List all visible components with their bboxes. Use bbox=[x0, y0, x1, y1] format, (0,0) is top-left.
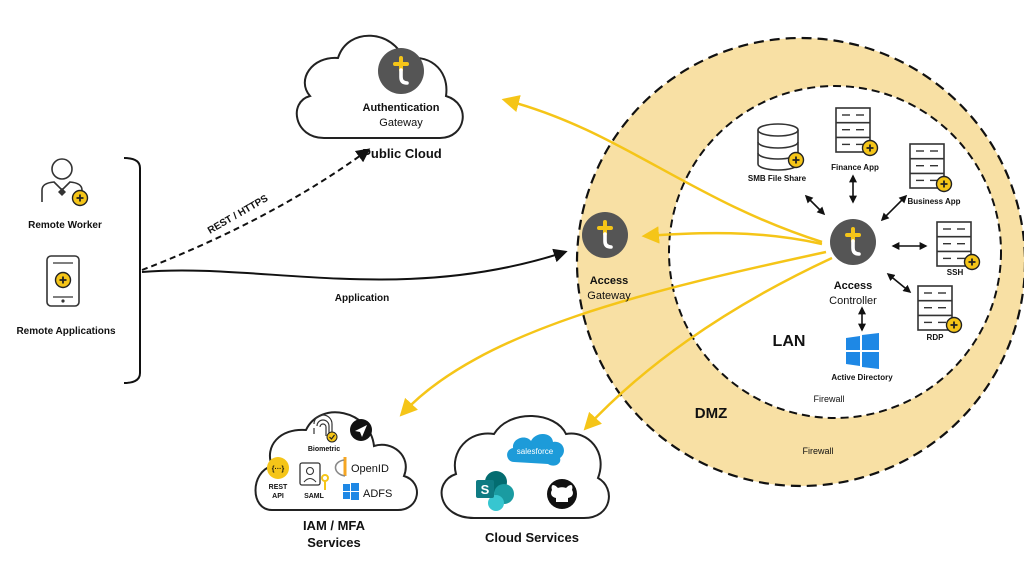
windows-icon bbox=[846, 333, 879, 369]
lan-firewall-boundary bbox=[668, 85, 1002, 419]
salesforce-icon: salesforce bbox=[507, 433, 564, 466]
github-icon bbox=[547, 479, 577, 509]
cloud-services-title: Cloud Services bbox=[485, 530, 579, 545]
rest-api-icon: {···} bbox=[267, 457, 289, 479]
controller-to-auth-flow bbox=[501, 95, 823, 244]
smb-badge-icon bbox=[787, 151, 805, 169]
saml-label: SAML bbox=[304, 493, 325, 500]
sharepoint-icon: S bbox=[476, 471, 514, 511]
dmz-firewall-label: Firewall bbox=[802, 446, 833, 456]
smb-connector bbox=[804, 194, 826, 216]
rdp-label: RDP bbox=[927, 333, 945, 342]
saml-badge-icon bbox=[299, 462, 329, 490]
dmz-label: DMZ bbox=[695, 405, 728, 422]
remote-worker-label: Remote Worker bbox=[28, 220, 102, 231]
access-gateway-icon bbox=[580, 210, 630, 260]
finance-label: Finance App bbox=[831, 163, 879, 172]
authentication-gateway-icon bbox=[376, 46, 426, 96]
svg-text:S: S bbox=[481, 482, 490, 497]
salesforce-label: salesforce bbox=[517, 447, 554, 456]
business-label: Business App bbox=[907, 197, 960, 206]
svg-text:{···}: {···} bbox=[272, 466, 285, 473]
remote-app-badge-icon bbox=[54, 271, 72, 289]
clients-bracket bbox=[123, 157, 141, 384]
iam-cloud-icon bbox=[254, 411, 418, 511]
openid-icon bbox=[334, 457, 347, 477]
smb-label: SMB File Share bbox=[748, 174, 807, 183]
business-connector bbox=[880, 194, 908, 222]
access-controller-label-1: Access bbox=[834, 280, 873, 292]
telegram-icon bbox=[350, 419, 372, 441]
application-link bbox=[141, 248, 568, 281]
fingerprint-icon bbox=[313, 414, 333, 436]
openid-label: OpenID bbox=[351, 463, 389, 475]
iam-title-1: IAM / MFA bbox=[303, 518, 366, 533]
adfs-label: ADFS bbox=[363, 488, 392, 500]
remote-applications-label: Remote Applications bbox=[16, 326, 116, 337]
lan-label: LAN bbox=[773, 333, 806, 350]
public-cloud-title: Public Cloud bbox=[362, 146, 442, 161]
remote-worker-badge-icon bbox=[71, 189, 89, 207]
auth-gateway-label-1: Authentication bbox=[363, 102, 440, 114]
controller-to-iam-flow bbox=[399, 250, 827, 417]
application-label: Application bbox=[335, 293, 389, 304]
finance-badge-icon bbox=[861, 139, 879, 157]
iam-title-2: Services bbox=[307, 535, 361, 550]
controller-to-gateway-flow bbox=[641, 226, 823, 246]
rdp-badge-icon bbox=[945, 316, 963, 334]
rest-label-1: REST bbox=[269, 484, 288, 491]
ssh-badge-icon bbox=[963, 253, 981, 271]
adfs-windows-icon bbox=[343, 483, 359, 500]
rest-https-link bbox=[141, 148, 371, 271]
controller-to-cloud-flow bbox=[583, 256, 833, 431]
access-controller-label-2: Controller bbox=[829, 295, 877, 307]
auth-gateway-label-2: Gateway bbox=[379, 117, 423, 129]
rest-https-label: REST / HTTPS bbox=[206, 193, 270, 237]
lan-firewall-label: Firewall bbox=[813, 394, 844, 404]
biometric-label: Biometric bbox=[308, 446, 340, 453]
biometric-check-icon bbox=[326, 431, 338, 443]
rest-label-2: API bbox=[272, 493, 284, 500]
ssh-label: SSH bbox=[947, 268, 964, 277]
access-gateway-label-2: Gateway bbox=[587, 290, 631, 302]
rdp-connector bbox=[886, 272, 912, 294]
access-controller-icon bbox=[828, 217, 878, 267]
active-directory-label: Active Directory bbox=[831, 373, 893, 382]
access-gateway-label-1: Access bbox=[590, 275, 629, 287]
cloud-services-icon bbox=[440, 415, 610, 519]
business-badge-icon bbox=[935, 175, 953, 193]
